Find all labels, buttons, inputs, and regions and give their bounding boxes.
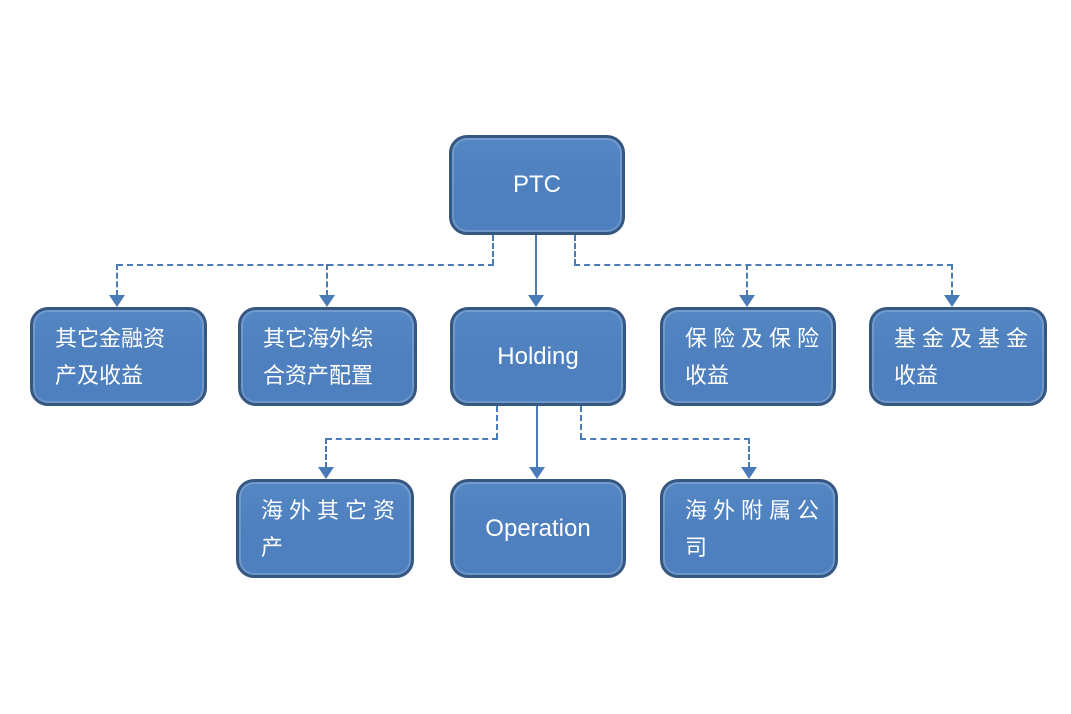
arrowhead-overseas-subsidiaries: [741, 467, 757, 479]
connector-ptc-to-holding: [535, 235, 537, 296]
node-operation: Operation: [450, 479, 626, 578]
connector-ptc-left-horizontal: [117, 264, 494, 266]
connector-to-overseas-allocation: [326, 264, 328, 296]
connector-to-overseas-other-assets: [325, 438, 327, 468]
arrowhead-operation: [529, 467, 545, 479]
node-other-financial-assets-line1: 其它金融资: [55, 325, 166, 351]
connector-to-overseas-subsidiaries: [748, 438, 750, 468]
node-fund-income-line1: 基金及基金: [894, 325, 1035, 351]
connector-to-insurance-income: [746, 264, 748, 296]
arrowhead-fund-income: [944, 295, 960, 307]
connector-holding-right-drop: [580, 406, 582, 439]
arrowhead-financial-assets: [109, 295, 125, 307]
connector-to-financial-assets: [116, 264, 118, 296]
node-holding-label: Holding: [497, 342, 579, 370]
connector-holding-right-horizontal: [580, 438, 750, 440]
node-other-overseas-allocation: 其它海外综 合资产配置: [238, 307, 417, 406]
node-other-financial-assets: 其它金融资 产及收益: [30, 307, 207, 406]
node-fund-income-line2: 收益: [894, 362, 939, 388]
connector-ptc-right-drop: [574, 235, 576, 265]
node-other-overseas-allocation-line1: 其它海外综: [263, 325, 374, 351]
node-overseas-other-assets-line2: 产: [261, 534, 284, 560]
node-operation-label: Operation: [485, 514, 591, 542]
node-overseas-subsidiaries-line2: 司: [685, 534, 708, 560]
node-holding: Holding: [450, 307, 626, 406]
connector-holding-to-operation: [536, 406, 538, 467]
node-ptc: PTC: [449, 135, 625, 235]
arrowhead-insurance-income: [739, 295, 755, 307]
arrowhead-holding: [528, 295, 544, 307]
node-overseas-other-assets: 海外其它资 产: [236, 479, 414, 578]
node-overseas-subsidiaries-line1: 海外附属公: [685, 497, 826, 523]
node-fund-income: 基金及基金 收益: [869, 307, 1047, 406]
node-overseas-subsidiaries: 海外附属公 司: [660, 479, 838, 578]
connector-holding-left-drop: [496, 406, 498, 439]
connector-to-fund-income: [951, 264, 953, 296]
node-other-financial-assets-line2: 产及收益: [55, 362, 144, 388]
connector-ptc-right-horizontal: [574, 264, 953, 266]
connector-ptc-left-drop: [492, 235, 494, 265]
connector-holding-left-horizontal: [326, 438, 498, 440]
node-insurance-income-line2: 收益: [685, 362, 730, 388]
node-ptc-label: PTC: [513, 171, 561, 198]
arrowhead-overseas-other-assets: [318, 467, 334, 479]
node-insurance-income: 保险及保险 收益: [660, 307, 836, 406]
node-overseas-other-assets-line1: 海外其它资: [261, 497, 402, 523]
node-insurance-income-line1: 保险及保险: [685, 325, 826, 351]
arrowhead-overseas-allocation: [319, 295, 335, 307]
node-other-overseas-allocation-line2: 合资产配置: [263, 362, 374, 388]
